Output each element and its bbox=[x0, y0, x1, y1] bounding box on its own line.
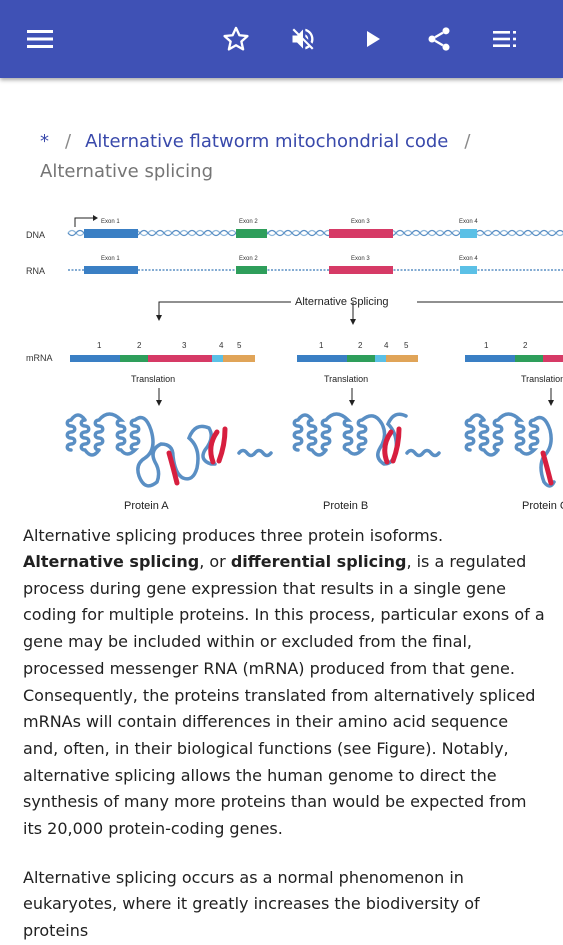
article-body: Alternative splicing, or differential sp… bbox=[23, 549, 548, 945]
dna-strand bbox=[67, 229, 563, 237]
breadcrumb-current: Alternative splicing bbox=[40, 161, 214, 182]
bookmark-button[interactable] bbox=[217, 20, 255, 58]
mrna-c: 1 2 bbox=[465, 341, 563, 362]
volume-off-icon bbox=[292, 28, 314, 50]
dna-label: DNA bbox=[26, 230, 45, 240]
exon-number: 4 bbox=[384, 341, 389, 350]
exon-label: Exon 4 bbox=[459, 219, 478, 225]
term: differential splicing bbox=[230, 552, 407, 571]
exon-number: 2 bbox=[523, 341, 528, 350]
figure-caption: Alternative splicing produces three prot… bbox=[23, 526, 444, 545]
mrna-a: 1 2 3 4 5 bbox=[70, 341, 255, 362]
dna-exon-1 bbox=[84, 229, 138, 238]
rna-exon-4 bbox=[460, 266, 477, 274]
rna-exon-1 bbox=[84, 266, 138, 274]
exon-number: 5 bbox=[237, 341, 242, 350]
table-of-contents-icon bbox=[493, 31, 516, 47]
text-fragment: , is a regulated process during gene exp… bbox=[23, 552, 545, 839]
menu-button[interactable] bbox=[21, 20, 59, 58]
play-button[interactable] bbox=[353, 20, 391, 58]
exon-number: 3 bbox=[182, 341, 187, 350]
exon-label: Exon 4 bbox=[459, 256, 478, 262]
exon-label: Exon 1 bbox=[101, 256, 120, 262]
breadcrumb-parent-link[interactable]: Alternative flatworm mitochondrial code bbox=[85, 131, 449, 152]
paragraph: Alternative splicing, or differential sp… bbox=[23, 549, 548, 843]
share-button[interactable] bbox=[420, 20, 458, 58]
rna-label: RNA bbox=[26, 266, 45, 276]
text-fragment: , or bbox=[199, 552, 231, 571]
arrowhead bbox=[156, 315, 162, 321]
protein-b-structure bbox=[292, 412, 441, 466]
paragraph: Alternative splicing occurs as a normal … bbox=[23, 867, 480, 941]
dna-exon-4 bbox=[460, 229, 477, 238]
app-bar bbox=[0, 0, 563, 78]
breadcrumb-separator: / bbox=[65, 131, 72, 152]
arrowhead bbox=[548, 400, 554, 406]
exon-number: 5 bbox=[404, 341, 409, 350]
exon-label: Exon 1 bbox=[101, 219, 120, 225]
protein-a-structure bbox=[65, 412, 273, 488]
exon-number: 4 bbox=[219, 341, 224, 350]
share-icon bbox=[428, 27, 450, 51]
dna-exon-2 bbox=[236, 229, 267, 238]
translation-label: Translation bbox=[324, 374, 368, 384]
star-outline-icon bbox=[223, 26, 249, 51]
mute-button[interactable] bbox=[284, 20, 322, 58]
exon-number: 1 bbox=[97, 341, 102, 350]
term: Alternative splicing bbox=[23, 552, 200, 571]
splicing-figure: DNA RNA mRNA Exon 1 Exon 2 Exon 3 Exon 4… bbox=[23, 207, 563, 517]
mrna-b: 1 2 4 5 bbox=[297, 341, 418, 362]
mrna-label: mRNA bbox=[26, 353, 53, 363]
protein-c-structure bbox=[464, 412, 556, 488]
translation-label: Translation bbox=[131, 374, 175, 384]
alternative-splicing-label: Alternative Splicing bbox=[295, 296, 389, 308]
exon-label: Exon 3 bbox=[351, 219, 370, 225]
rna-exon-2 bbox=[236, 266, 267, 274]
arrowhead bbox=[349, 400, 355, 406]
transcription-start-arrow bbox=[74, 217, 93, 227]
menu-icon bbox=[27, 30, 53, 48]
breadcrumb: * / Alternative flatworm mitochondrial cod… bbox=[40, 127, 540, 187]
arrowhead bbox=[350, 319, 356, 325]
exon-number: 1 bbox=[484, 341, 489, 350]
contents-button[interactable] bbox=[487, 20, 525, 58]
protein-c-label: Protein C bbox=[522, 500, 563, 512]
exon-label: Exon 2 bbox=[239, 219, 258, 225]
play-icon bbox=[367, 31, 380, 47]
protein-b-label: Protein B bbox=[323, 500, 368, 512]
exon-number: 1 bbox=[319, 341, 324, 350]
breadcrumb-home-link[interactable]: * bbox=[40, 131, 49, 152]
translation-label: Translation bbox=[521, 374, 563, 384]
protein-a-label: Protein A bbox=[124, 500, 169, 512]
dna-exon-3 bbox=[329, 229, 393, 238]
arrowhead bbox=[93, 215, 98, 221]
breadcrumb-separator: / bbox=[464, 131, 471, 152]
exon-number: 2 bbox=[358, 341, 363, 350]
splicing-bracket bbox=[158, 301, 563, 321]
rna-exon-3 bbox=[329, 266, 393, 274]
exon-label: Exon 2 bbox=[239, 256, 258, 262]
exon-label: Exon 3 bbox=[351, 256, 370, 262]
arrowhead bbox=[156, 400, 162, 406]
exon-number: 2 bbox=[137, 341, 142, 350]
